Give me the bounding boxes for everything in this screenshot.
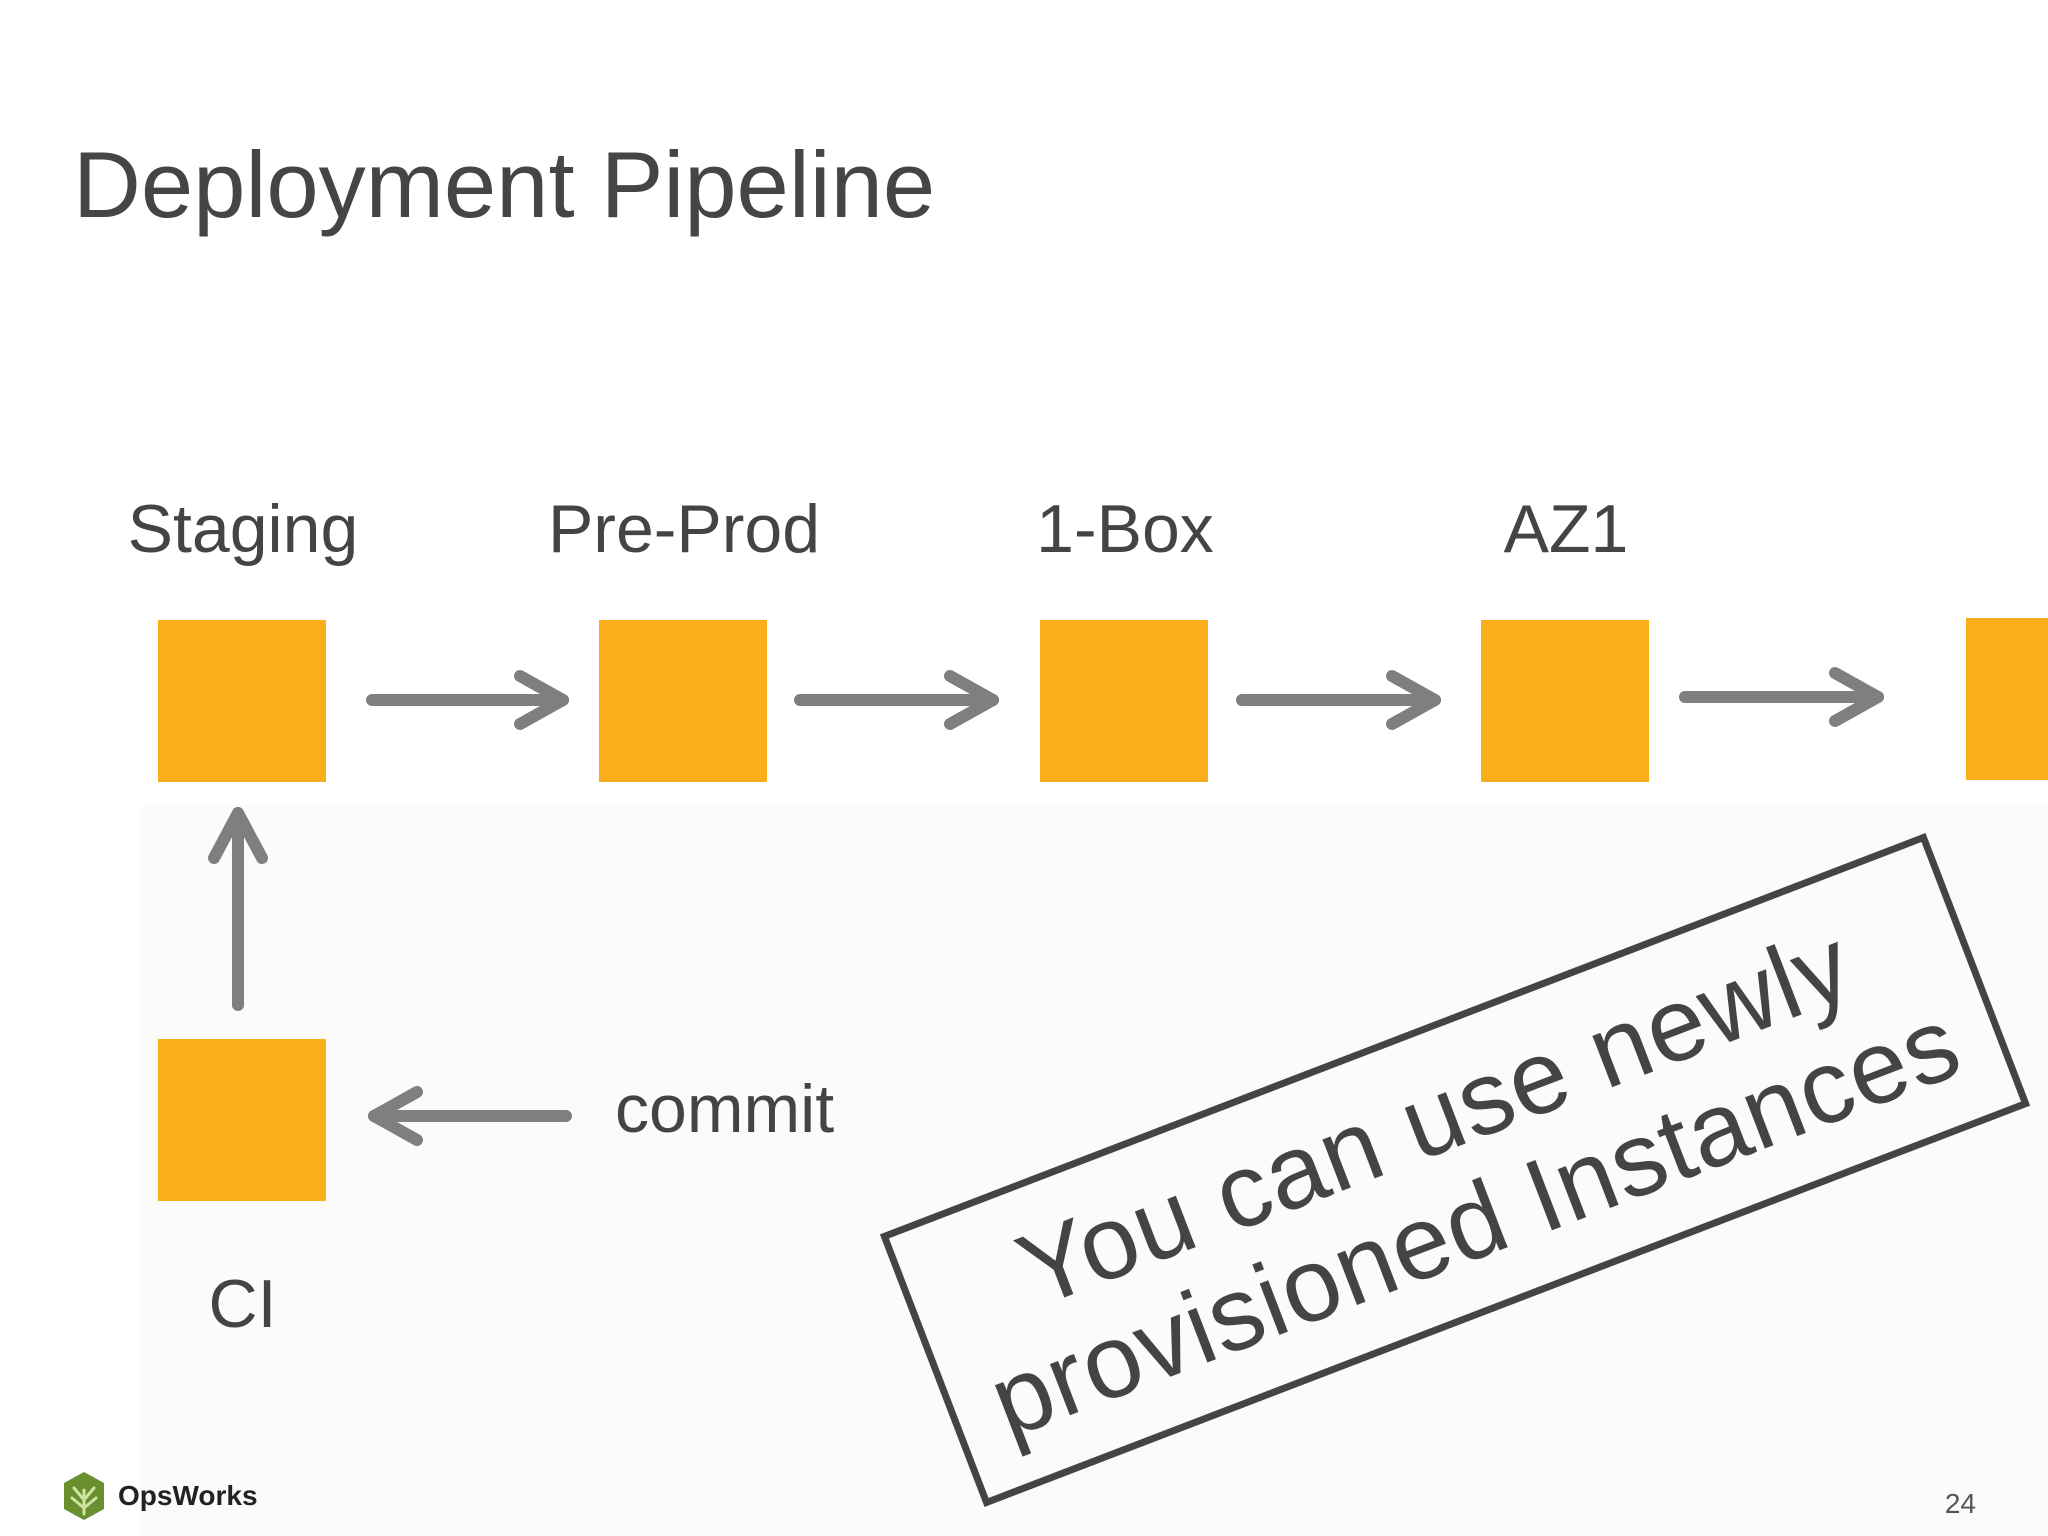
opsworks-logo: OpsWorks [62,1470,258,1522]
stage-label-staging: Staging [127,491,359,567]
stage-box-ci [158,1039,326,1201]
stage-box-pre-prod [599,620,767,782]
arrow-az1-to-next [1679,667,1884,727]
slide-title: Deployment Pipeline [73,132,936,237]
stage-label-pre-prod: Pre-Prod [547,491,821,567]
arrow-ci-to-staging [208,807,268,1011]
stage-label-1-box: 1-Box [1036,491,1214,567]
stage-box-az1 [1481,620,1649,782]
stage-box-next-partial [1966,618,2048,780]
commit-label: commit [615,1071,835,1147]
arrow-1box-to-az1 [1236,670,1441,730]
page-number: 24 [1944,1488,1976,1519]
logo-name: OpsWorks [118,1480,258,1511]
arrow-staging-to-preprod [366,670,569,730]
diagram-background-panel [140,805,2048,1536]
ci-label: CI [208,1266,277,1342]
opsworks-logo-icon [64,1472,104,1520]
arrow-preprod-to-1box [794,670,999,730]
stage-label-az1: AZ1 [1503,491,1629,567]
stage-box-1-box [1040,620,1208,782]
stage-box-staging [158,620,326,782]
arrow-commit-to-ci [368,1086,572,1146]
